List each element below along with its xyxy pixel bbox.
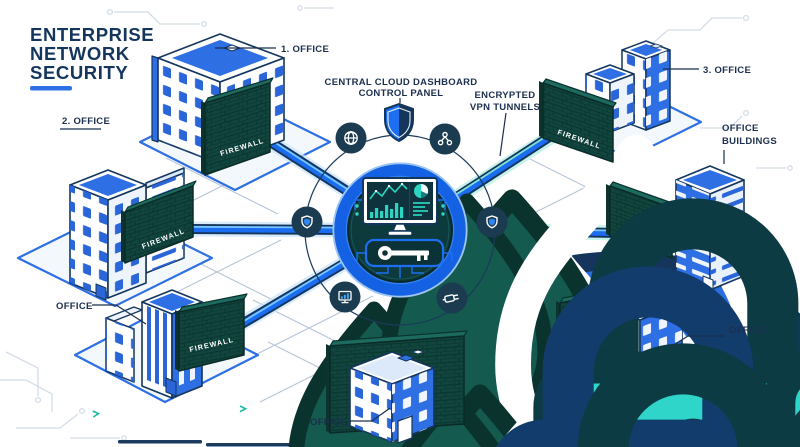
firewall-wall-3: FIREWALL (539, 78, 617, 163)
label-vpn-tunnels: ENCRYPTED (475, 90, 536, 101)
title-block: ENTERPRISE NETWORK SECURITY (30, 24, 154, 91)
vpn-tunnel-pipe (438, 119, 574, 212)
label-office-buildings: BUILDINGS (722, 136, 777, 147)
shield-icon (384, 102, 414, 143)
shield-check-icon (291, 206, 323, 238)
vpn-tunnel-pipe (228, 249, 363, 335)
title-underline (30, 86, 72, 91)
key-icon (378, 246, 429, 261)
page-title-line: NETWORK (30, 43, 130, 64)
globe-icon (335, 122, 367, 154)
label-vpn-tunnels: VPN TUNNELS (470, 102, 540, 113)
label-central-dashboard: CENTRAL CLOUD DASHBOARD (325, 77, 478, 88)
label-office-right: OFFICE (729, 325, 766, 336)
label-office-buildings: OFFICE (722, 123, 759, 134)
firewall-wall-5: FIREWALL (175, 293, 708, 447)
label-office-left: OFFICE (56, 301, 93, 312)
central-hub (291, 102, 508, 326)
label-office-3: 3. OFFICE (703, 65, 751, 76)
vpn-tunnel-pipe (176, 221, 356, 238)
building-office-bottom (349, 349, 800, 447)
label-office-bottom: OFFICE (310, 417, 347, 428)
firewall-wall-2: FIREWALL (121, 180, 659, 447)
page-title-line: SECURITY (30, 62, 128, 83)
page-title-line: ENTERPRISE (30, 24, 154, 45)
access-key-panel (356, 238, 453, 278)
label-office-1: 1. OFFICE (281, 44, 329, 55)
shield-check-icon (476, 206, 508, 238)
share-nodes-icon (429, 123, 461, 155)
callout-labels: ENTERPRISE NETWORK SECURITY 1. OFFICE 2.… (30, 24, 777, 428)
label-central-dashboard: CONTROL PANEL (359, 88, 444, 99)
firewall-wall-1: FIREWALL (201, 77, 760, 447)
vpn-plug-icon (436, 282, 468, 314)
dashboard-monitor (354, 177, 446, 237)
monitor-chart-icon (329, 281, 361, 313)
label-pointer-lines (60, 47, 725, 422)
label-office-2: 2. OFFICE (62, 116, 110, 127)
